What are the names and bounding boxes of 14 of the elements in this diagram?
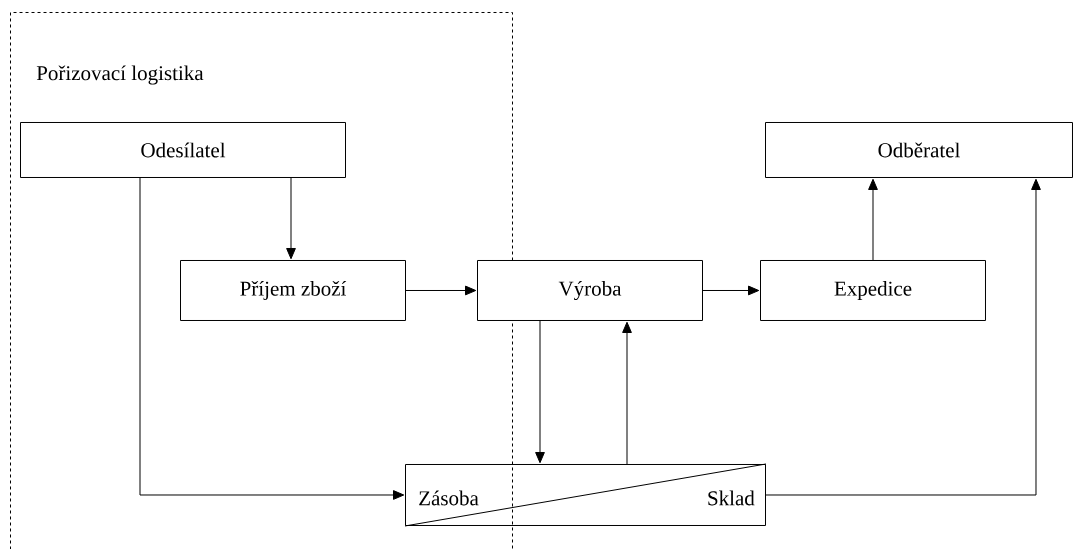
- arrow: [286, 177, 296, 260]
- process-box: Expedice: [760, 260, 986, 321]
- process-box: Odesílatel: [20, 122, 346, 178]
- arrow: [702, 285, 760, 296]
- arrow: [139, 177, 405, 500]
- arrow: [765, 178, 1041, 496]
- process-box: Výroba: [477, 260, 703, 321]
- storage-box: Zásoba Sklad: [404, 463, 767, 527]
- arrow: [622, 321, 632, 465]
- arrow: [868, 178, 878, 261]
- process-box: Odběratel: [765, 122, 1073, 178]
- arrow: [405, 285, 477, 296]
- process-box: Příjem zboží: [180, 260, 406, 321]
- arrow: [535, 320, 545, 464]
